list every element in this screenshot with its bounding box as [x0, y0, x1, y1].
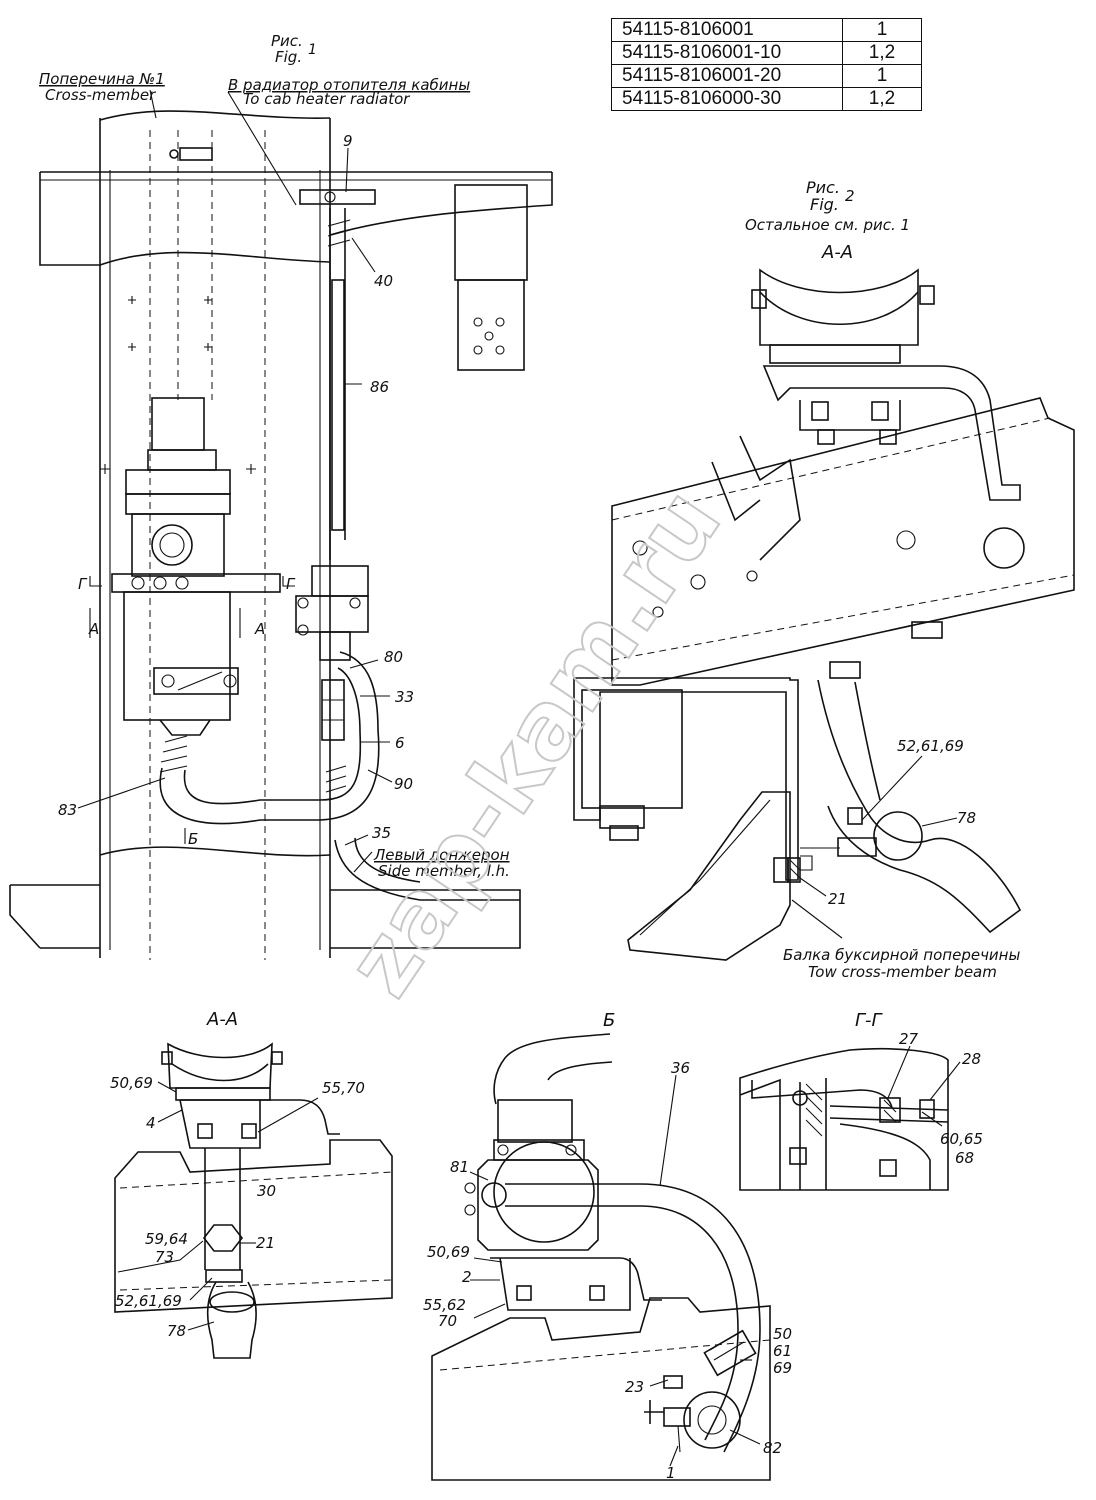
fig1-number: 1 — [308, 42, 317, 58]
sidemember-label-ru: Левый лонжерон — [373, 846, 510, 864]
callout-81: 81 — [450, 1158, 469, 1176]
callout-50: 50 — [773, 1325, 792, 1343]
fig2-title-ru: Рис. — [806, 178, 840, 197]
callout-69: 69 — [773, 1359, 792, 1377]
view-aa-labels: А-А 50,69 4 55,70 30 59,64 73 21 52,61,6… — [110, 1009, 365, 1340]
callout-50-69: 50,69 — [427, 1243, 470, 1261]
view-gg-drawing — [739, 1045, 961, 1191]
callout-27: 27 — [899, 1030, 919, 1048]
callout-82: 82 — [763, 1439, 782, 1457]
callout-1: 1 — [666, 1464, 676, 1482]
fig2-note: Остальное см. рис. 1 — [745, 216, 910, 234]
fig2-section: А-А — [821, 242, 853, 263]
fig2-number: 2 — [845, 187, 855, 205]
section-g-right: Г — [286, 575, 296, 593]
section-g-left: Г — [78, 575, 88, 593]
callout-28: 28 — [962, 1050, 981, 1068]
fig1-title-ru: Рис. — [271, 32, 303, 50]
tow-beam-label-en: Tow cross-member beam — [808, 963, 997, 981]
sidemember-label-en: Side member, l.h. — [378, 862, 510, 880]
view-b-labels: Б 36 81 50,69 2 55,62 70 50 61 69 23 82 … — [423, 1010, 792, 1482]
callout-52-61-69: 52,61,69 — [897, 737, 964, 755]
section-a-left: А — [88, 620, 99, 638]
callout-78: 78 — [167, 1322, 186, 1340]
callout-80: 80 — [384, 648, 403, 666]
callout-59-64: 59,64 — [145, 1230, 188, 1248]
view-aa-title: А-А — [206, 1009, 238, 1030]
fig1-title-en: Fig. — [275, 48, 302, 66]
figure-ref: 1 — [842, 18, 922, 42]
callout-36: 36 — [671, 1059, 690, 1077]
callout-83: 83 — [58, 801, 77, 819]
fig2-labels: Рис. Fig. 2 Остальное см. рис. 1 А-А Бал… — [745, 178, 1020, 981]
callout-90: 90 — [394, 775, 413, 793]
crossmember-label-ru: Поперечина №1 — [39, 70, 165, 88]
view-aa-drawing — [114, 1042, 393, 1359]
section-b-mark: Б — [188, 830, 198, 848]
callout-2: 2 — [462, 1268, 472, 1286]
callout-35: 35 — [372, 824, 391, 842]
callout-33: 33 — [395, 688, 414, 706]
view-b-title: Б — [603, 1010, 615, 1031]
callout-6: 6 — [395, 734, 405, 752]
callout-50-69: 50,69 — [110, 1074, 153, 1092]
view-b-drawing — [431, 1033, 771, 1481]
part-number: 54115-8106000-30 — [611, 87, 843, 111]
radiator-label-en: To cab heater radiator — [243, 90, 410, 108]
callout-40: 40 — [374, 272, 393, 290]
radiator-label-ru: В радиатор отопителя кабины — [228, 76, 470, 94]
fig1-labels: Рис. Fig. 1 Поперечина №1 Cross-member В… — [39, 32, 510, 880]
callout-52-61-69: 52,61,69 — [115, 1292, 182, 1310]
callout-60-65: 60,65 — [940, 1130, 983, 1148]
callout-73: 73 — [155, 1248, 174, 1266]
callout-55-62: 55,62 — [423, 1296, 466, 1314]
callout-23: 23 — [625, 1378, 644, 1396]
crossmember-label-en: Cross-member — [45, 86, 156, 104]
callout-55-70: 55,70 — [322, 1079, 365, 1097]
tow-beam-label-ru: Балка буксирной поперечины — [783, 946, 1020, 964]
callout-21: 21 — [256, 1234, 275, 1252]
callout-4: 4 — [146, 1114, 156, 1132]
section-a-right: А — [254, 620, 265, 638]
figure-ref: 1,2 — [842, 87, 922, 111]
fig2-drawing — [573, 268, 1075, 961]
callout-86: 86 — [370, 378, 389, 396]
part-number: 54115-8106001 — [611, 18, 843, 42]
view-gg-title: Г-Г — [855, 1010, 884, 1031]
view-gg-labels: Г-Г 27 28 60,65 68 — [855, 1010, 983, 1167]
callout-9: 9 — [343, 132, 353, 150]
callout-21: 21 — [828, 890, 847, 908]
part-number: 54115-8106001-20 — [611, 64, 843, 88]
callout-30: 30 — [257, 1182, 276, 1200]
callout-68: 68 — [955, 1149, 974, 1167]
fig1-drawing — [9, 89, 553, 960]
callout-61: 61 — [773, 1342, 792, 1360]
fig2-title-en: Fig. — [810, 195, 839, 214]
callout-78: 78 — [957, 809, 976, 827]
callout-70: 70 — [438, 1312, 457, 1330]
